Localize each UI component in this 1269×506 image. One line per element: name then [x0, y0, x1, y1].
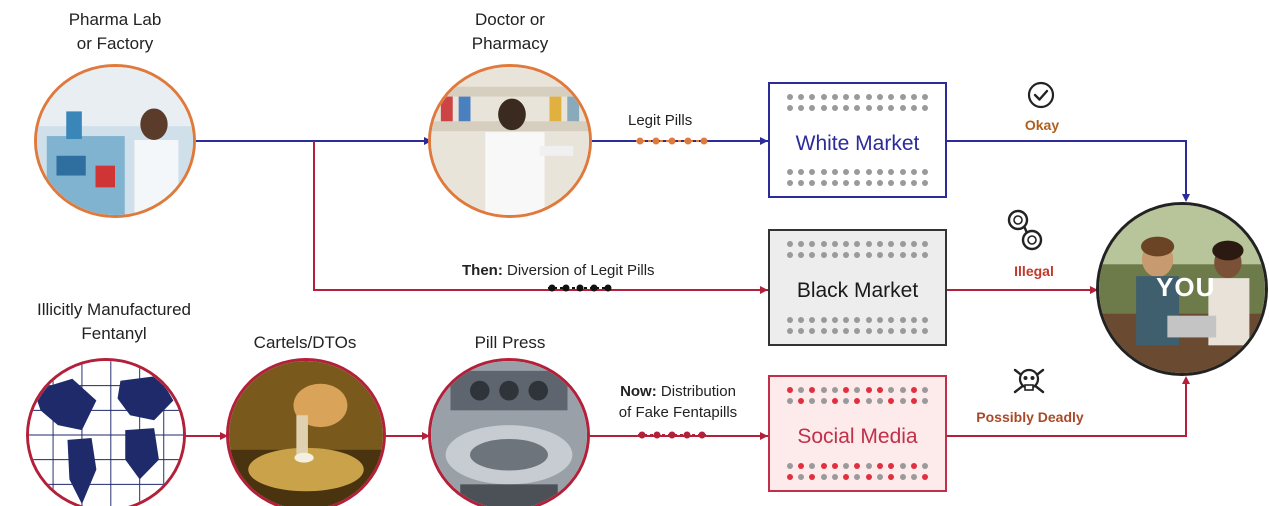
- pill-press-label: Pill Press: [474, 333, 546, 352]
- cartels-label: Cartels/DTOs: [253, 333, 357, 352]
- then-prefix: Then:: [462, 262, 503, 279]
- diversion-label: Then: Diversion of Legit Pills: [462, 260, 655, 281]
- white-market-box: White Market: [768, 82, 947, 198]
- diversion-text: Diversion of Legit Pills: [507, 262, 655, 279]
- white-market-label: White Market: [795, 132, 920, 155]
- illicit-fentanyl-label: Illicitly Manufactured Fentanyl: [36, 300, 191, 343]
- arrowhead: [1182, 376, 1190, 384]
- pill-grid: [784, 463, 931, 480]
- pill-grid: [784, 94, 931, 111]
- skull-crossbones-icon: [1012, 366, 1046, 398]
- arrowhead: [422, 432, 430, 440]
- arrowhead: [220, 432, 228, 440]
- you-label: YOU: [1156, 272, 1216, 302]
- pill-press-photo: [428, 358, 590, 506]
- arrowhead: [1182, 194, 1190, 202]
- pill-grid: [784, 317, 931, 334]
- illegal-label: Illegal: [1014, 263, 1054, 279]
- fake-pill-dots: [638, 431, 706, 439]
- check-circle-icon: [1026, 80, 1056, 110]
- doctor-pharmacy-label: Doctor or Pharmacy: [471, 10, 549, 53]
- globe-map-image: [26, 358, 186, 506]
- okay-label: Okay: [1024, 117, 1060, 133]
- arrowhead: [760, 137, 768, 145]
- distribution-label: Now: Distribution of Fake Fentapills: [604, 381, 752, 423]
- now-prefix: Now:: [620, 383, 657, 400]
- social-to-you-line: [947, 378, 1187, 437]
- pill-grid: [784, 241, 931, 258]
- fake-fentapills-text: of Fake Fentapills: [618, 404, 738, 421]
- pharma-lab-photo: [34, 64, 196, 218]
- black-market-label: Black Market: [796, 279, 919, 302]
- black-market-box: Black Market: [768, 229, 947, 346]
- arrowhead: [760, 286, 768, 294]
- possibly-deadly-label: Possibly Deadly: [976, 409, 1084, 425]
- arrowhead: [1090, 286, 1098, 294]
- cartels-photo: [226, 358, 386, 506]
- legit-pill-dots: [636, 137, 708, 145]
- arrowhead: [760, 432, 768, 440]
- you-photo: [1096, 202, 1268, 376]
- social-media-label: Social Media: [797, 425, 918, 448]
- handcuffs-icon: [1006, 208, 1046, 254]
- diversion-line: [313, 141, 768, 291]
- pill-grid: [784, 169, 931, 186]
- distribution-text: Distribution: [660, 383, 736, 400]
- diversion-pill-dots: [548, 284, 612, 292]
- pharmacy-photo: [428, 64, 592, 218]
- pharma-lab-label: Pharma Lab or Factory: [68, 10, 162, 53]
- pill-grid: [784, 387, 931, 404]
- legit-pills-label: Legit Pills: [628, 112, 693, 129]
- blue-flow-line: [947, 140, 1187, 200]
- social-media-box: Social Media: [768, 375, 947, 492]
